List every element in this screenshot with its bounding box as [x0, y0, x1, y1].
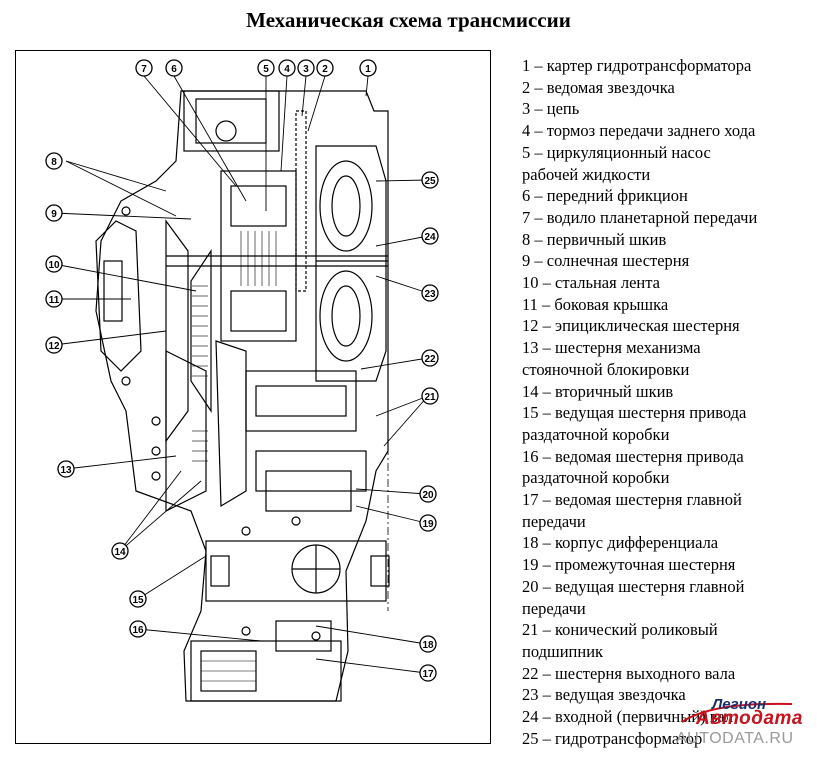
legend-list: 1 – картер гидротрансформатора 2 – ведом…	[522, 55, 814, 750]
legend-item: 10 – стальная лента	[522, 273, 660, 293]
callout-1: 1	[359, 59, 377, 77]
legend-item: передачи	[522, 598, 586, 618]
svg-text:2: 2	[322, 64, 328, 75]
legend-item: 16 – ведомая шестерня привода	[522, 446, 744, 466]
callout-10: 10	[45, 255, 63, 273]
watermark-autodata-text: Автодата	[696, 708, 803, 729]
legend-item: 14 – вторичный шкив	[522, 381, 674, 401]
callout-7: 7	[135, 59, 153, 77]
leader-lines	[53, 75, 429, 674]
callout-13: 13	[57, 460, 75, 478]
legend-item: рабочей жидкости	[522, 164, 651, 184]
callout-19: 19	[419, 514, 437, 532]
legend-item: 22 – шестерня выходного вала	[522, 663, 736, 683]
callout-6: 6	[165, 59, 183, 77]
svg-text:3: 3	[303, 64, 309, 75]
svg-text:4: 4	[284, 64, 290, 75]
legend-item: раздаточной коробки	[522, 468, 670, 488]
legend-item: 25 – гидротрансформатор	[522, 728, 703, 748]
callout-17: 17	[419, 664, 437, 682]
callout-4: 4	[278, 59, 296, 77]
transmission-housing	[95, 90, 390, 702]
page-title: Механическая схема трансмиссии	[246, 8, 571, 32]
svg-text:7: 7	[141, 64, 147, 75]
svg-text:14: 14	[114, 547, 126, 558]
svg-text:17: 17	[422, 669, 434, 680]
svg-text:5: 5	[263, 64, 269, 75]
legend-item: 13 – шестерня механизма	[522, 338, 701, 358]
legend-item: 5 – циркуляционный насос	[522, 142, 711, 162]
watermark-url-text: AUTODATA.RU	[676, 730, 794, 747]
callout-8: 8	[45, 152, 63, 170]
legend-item: 9 – солнечная шестерня	[522, 251, 690, 271]
legend-item: 17 – ведомая шестерня главной	[522, 490, 742, 510]
svg-text:18: 18	[422, 640, 434, 651]
legend-item: 24 – входной (первичный) вал	[522, 707, 734, 727]
legend-item: передачи	[522, 511, 586, 531]
legend-item: стояночной блокировки	[522, 359, 690, 379]
legend-item: 2 – ведомая звездочка	[522, 77, 675, 97]
legend-item: 11 – боковая крышка	[522, 294, 669, 314]
legend-item: подшипник	[522, 641, 604, 661]
callout-9: 9	[45, 204, 63, 222]
legend-item: 8 – первичный шкив	[522, 229, 667, 249]
legend-item: 7 – водило планетарной передачи	[522, 207, 758, 227]
svg-text:13: 13	[60, 465, 72, 476]
svg-text:11: 11	[49, 295, 60, 306]
callout-24: 24	[421, 227, 439, 245]
legend-item: 19 – промежуточная шестерня	[522, 555, 736, 575]
watermark-legion-text: Легион	[712, 696, 767, 713]
svg-text:21: 21	[424, 392, 436, 403]
callout-14: 14	[111, 542, 129, 560]
callout-21: 21	[421, 387, 439, 405]
transmission-drawing: 1 2 3 4 5 6 7 8 9 10 11 12 13 14 15 16 1…	[45, 59, 439, 702]
callout-15: 15	[129, 590, 147, 608]
callout-2: 2	[316, 59, 334, 77]
legend-item: 6 – передний фрикцион	[522, 186, 688, 206]
svg-text:25: 25	[424, 176, 436, 187]
watermark-swoosh-icon	[681, 702, 793, 723]
callout-5: 5	[257, 59, 275, 77]
transmission-diagram: 1 2 3 4 5 6 7 8 9 10 11 12 13 14 15 16 1…	[15, 50, 491, 744]
svg-text:10: 10	[48, 260, 60, 271]
svg-text:1: 1	[365, 64, 371, 75]
legend-item: раздаточной коробки	[522, 424, 670, 444]
callout-20: 20	[419, 485, 437, 503]
callout-25: 25	[421, 171, 439, 189]
svg-text:23: 23	[424, 289, 436, 300]
svg-text:20: 20	[422, 490, 434, 501]
callout-11: 11	[45, 290, 63, 308]
callout-18: 18	[419, 635, 437, 653]
legend-item: 23 – ведущая звездочка	[522, 685, 686, 705]
svg-text:19: 19	[422, 519, 434, 530]
svg-text:9: 9	[51, 209, 57, 220]
svg-text:6: 6	[171, 64, 177, 75]
svg-text:22: 22	[424, 354, 436, 365]
svg-text:15: 15	[132, 595, 144, 606]
callout-3: 3	[297, 59, 315, 77]
legend-item: 15 – ведущая шестерня привода	[522, 403, 747, 423]
legend-item: 18 – корпус дифференциала	[522, 533, 719, 553]
legend-item: 21 – конический роликовый	[522, 620, 718, 640]
callout-22: 22	[421, 349, 439, 367]
legend-item: 3 – цепь	[522, 99, 580, 119]
legend-item: 20 – ведущая шестерня главной	[522, 576, 745, 596]
legend-item: 1 – картер гидротрансформатора	[522, 56, 752, 75]
callout-12: 12	[45, 336, 63, 354]
legend-item: 4 – тормоз передачи заднего хода	[522, 121, 756, 141]
legend-item: 12 – эпициклическая шестерня	[522, 316, 740, 336]
svg-text:16: 16	[132, 625, 144, 636]
svg-text:8: 8	[51, 157, 57, 168]
callout-23: 23	[421, 284, 439, 302]
svg-text:12: 12	[48, 341, 60, 352]
callout-16: 16	[129, 620, 147, 638]
autodata-watermark: Легион Автодата AUTODATA.RU	[672, 692, 812, 760]
svg-text:24: 24	[424, 232, 436, 243]
